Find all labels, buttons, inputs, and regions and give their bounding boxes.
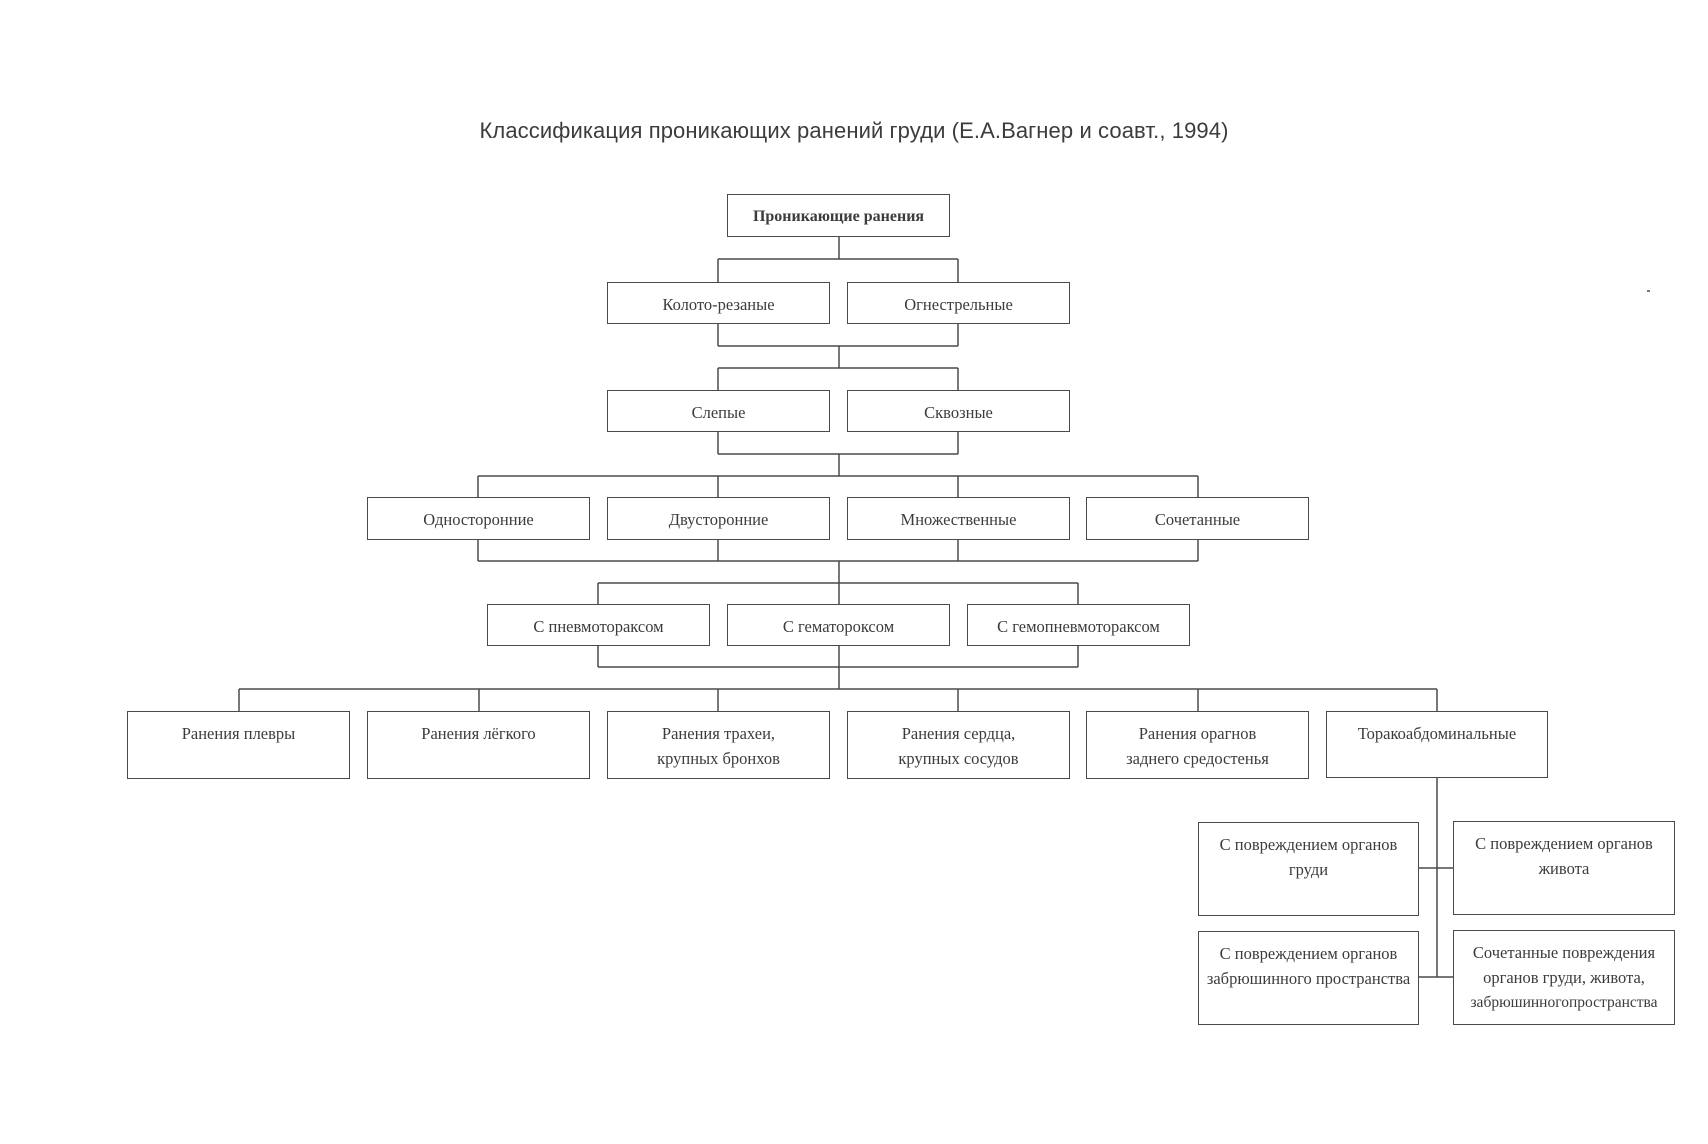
node-combined-organs-line-1: Сочетанные повреждения xyxy=(1472,943,1656,962)
node-hemothorax-label: С гематороксом xyxy=(782,617,895,636)
node-combined: Сочетанные xyxy=(1086,497,1309,540)
node-retroperitoneal-line-1: С повреждением органов xyxy=(1219,944,1398,963)
node-heart-line-2: крупных сосудов xyxy=(898,749,1019,768)
node-abdominal-organs-line-1: С повреждением органов xyxy=(1475,834,1653,853)
node-hemopneumothorax-label: С гемопневмотораксом xyxy=(997,617,1160,636)
node-blind: Слепые xyxy=(607,390,830,432)
node-gunshot: Огнестрельные xyxy=(847,282,1070,324)
node-pleura-label: Ранения плевры xyxy=(181,724,296,743)
node-retroperitoneal-line-2: забрюшинного пространства xyxy=(1206,969,1411,988)
node-pleura: Ранения плевры xyxy=(127,711,350,779)
node-trachea: Ранения трахеи, крупных бронхов xyxy=(607,711,830,779)
node-heart: Ранения сердца, крупных сосудов xyxy=(847,711,1070,779)
scan-speck xyxy=(1647,290,1650,292)
node-unilateral: Односторонние xyxy=(367,497,590,540)
node-lung: Ранения лёгкого xyxy=(367,711,590,779)
node-abdominal-organs: С повреждением органов живота xyxy=(1453,821,1675,915)
node-unilateral-label: Односторонние xyxy=(423,510,534,529)
node-combined-organs-line-2: органов груди, живота, xyxy=(1483,968,1645,987)
node-root-label: Проникающие ранения xyxy=(752,208,925,225)
node-pneumothorax: С пневмотораксом xyxy=(487,604,710,646)
node-posterior-mediastinum: Ранения орагнов заднего средостенья xyxy=(1086,711,1309,779)
node-gunshot-label: Огнестрельные xyxy=(904,295,1013,314)
node-posterior-mediastinum-line-2: заднего средостенья xyxy=(1126,749,1269,768)
diagram-title: Классификация проникающих ранений груди … xyxy=(479,118,1229,143)
node-chest-organs: С повреждением органов груди xyxy=(1198,822,1419,916)
node-hemothorax: С гематороксом xyxy=(727,604,950,646)
node-chest-organs-line-2: груди xyxy=(1288,860,1329,879)
node-combined-organs-line-3: забрюшинногопространства xyxy=(1470,994,1658,1011)
node-pneumothorax-label: С пневмотораксом xyxy=(533,617,664,636)
node-hemopneumothorax: С гемопневмотораксом xyxy=(967,604,1190,646)
node-heart-line-1: Ранения сердца, xyxy=(901,724,1016,743)
node-chest-organs-line-1: С повреждением органов xyxy=(1219,835,1398,854)
node-abdominal-organs-line-2: живота xyxy=(1538,859,1590,878)
node-multiple: Множественные xyxy=(847,497,1070,540)
node-thoracoabdominal: Торакоабдоминальные xyxy=(1326,711,1548,778)
node-through-label: Сквозные xyxy=(924,403,993,422)
node-thoracoabdominal-label: Торакоабдоминальные xyxy=(1357,724,1517,743)
node-trachea-line-2: крупных бронхов xyxy=(657,749,780,768)
node-lung-label: Ранения лёгкого xyxy=(421,724,536,743)
node-stab-cut: Колото-резаные xyxy=(607,282,830,324)
node-multiple-label: Множественные xyxy=(900,510,1017,529)
node-combined-organs: Сочетанные повреждения органов груди, жи… xyxy=(1453,930,1675,1025)
node-stab-cut-label: Колото-резаные xyxy=(662,295,775,314)
node-bilateral-label: Двусторонние xyxy=(668,510,769,529)
node-combined-label: Сочетанные xyxy=(1154,510,1241,529)
node-blind-label: Слепые xyxy=(691,403,746,422)
node-posterior-mediastinum-line-1: Ранения орагнов xyxy=(1138,724,1257,743)
node-retroperitoneal: С повреждением органов забрюшинного прос… xyxy=(1198,931,1419,1025)
node-bilateral: Двусторонние xyxy=(607,497,830,540)
node-root: Проникающие ранения xyxy=(727,194,950,237)
node-trachea-line-1: Ранения трахеи, xyxy=(661,724,776,743)
node-through: Сквозные xyxy=(847,390,1070,432)
